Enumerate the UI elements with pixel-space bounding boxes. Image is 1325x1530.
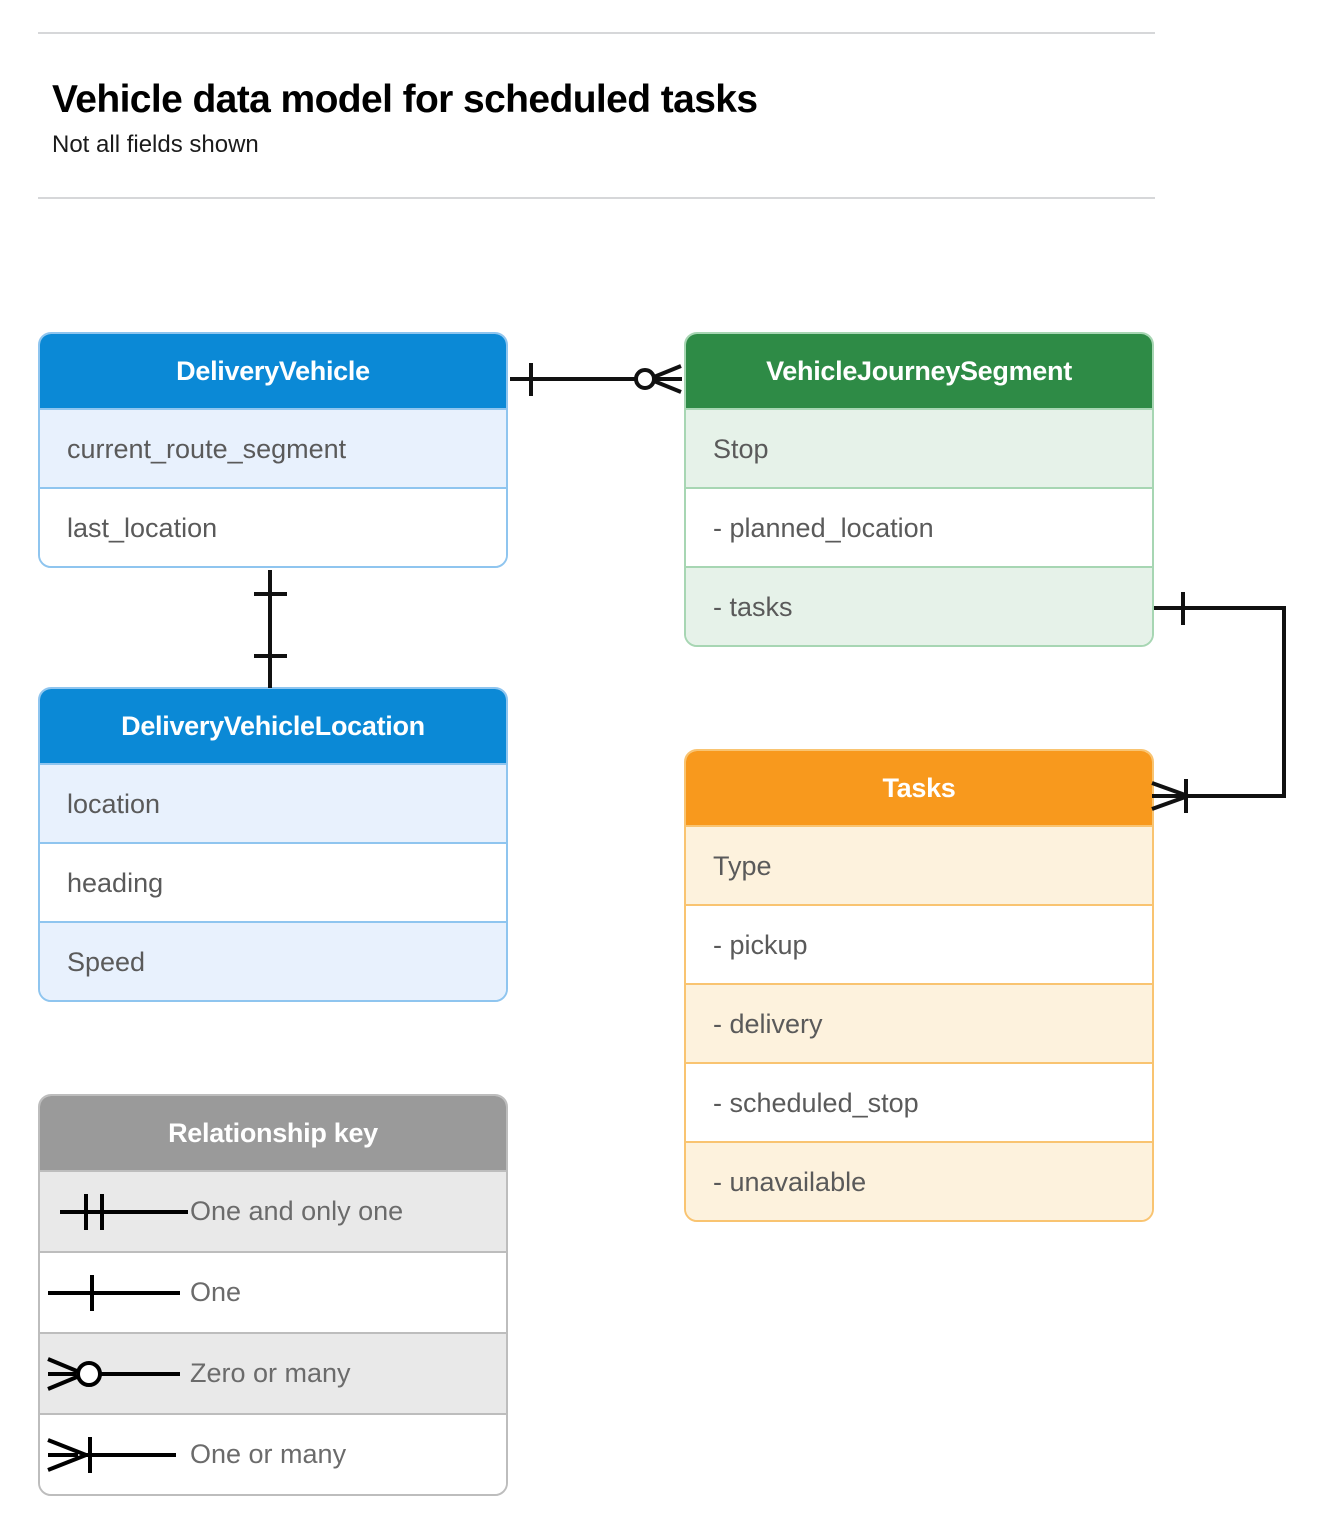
entity-title-tasks: Tasks [686,751,1152,825]
entity-title-delivery-vehicle: DeliveryVehicle [40,334,506,408]
page-title: Vehicle data model for scheduled tasks [52,78,758,121]
entity-title-vehicle-journey-segment: VehicleJourneySegment [686,334,1152,408]
connector-tasks-field-to-tasks-entity [1151,592,1286,813]
entity-field-row: - pickup [686,904,1152,983]
header-bottom-divider [38,197,1155,200]
entity-field-row: location [40,763,506,842]
zero-or-many-symbol [47,1357,180,1391]
one-symbol [48,1275,180,1311]
legend-item-label: One or many [190,1439,347,1469]
entity-field-row: Type [686,825,1152,904]
entity-field-row: Speed [40,921,506,1000]
legend-item-label: Zero or many [190,1358,351,1388]
legend-item-one-or-many: One or many [40,1413,506,1494]
legend-item-one: One [40,1251,506,1332]
entity-delivery-vehicle-location[interactable]: DeliveryVehicleLocation location heading… [38,687,508,1002]
entity-field-row: - planned_location [686,487,1152,566]
header-top-divider [38,32,1155,34]
entity-vehicle-journey-segment[interactable]: VehicleJourneySegment Stop - planned_loc… [684,332,1154,647]
legend-item-label: One and only one [190,1196,404,1226]
entity-field-row: - scheduled_stop [686,1062,1152,1141]
connector-vehicle-to-vehicle-location [254,570,287,688]
entity-field-row: Stop [686,408,1152,487]
entity-field-row: - tasks [686,566,1152,645]
legend-title: Relationship key [40,1096,506,1170]
legend-item-zero-or-many: Zero or many [40,1332,506,1413]
entity-field-row: current_route_segment [40,408,506,487]
entity-field-row: heading [40,842,506,921]
header-bottom-divider-wrap [38,197,1155,200]
relationship-key-legend[interactable]: Relationship key One and only one One Ze… [38,1094,508,1496]
entity-delivery-vehicle[interactable]: DeliveryVehicle current_route_segment la… [38,332,508,568]
legend-item-label: One [190,1277,242,1307]
one-or-many-symbol [47,1437,176,1473]
document-header: Vehicle data model for scheduled tasks N… [38,32,1155,200]
entity-field-row: - delivery [686,983,1152,1062]
one-and-only-one-symbol [60,1194,188,1230]
entity-title-delivery-vehicle-location: DeliveryVehicleLocation [40,689,506,763]
legend-item-one-and-only-one: One and only one [40,1170,506,1251]
entity-tasks[interactable]: Tasks Type - pickup - delivery - schedul… [684,749,1154,1222]
entity-field-row: - unavailable [686,1141,1152,1220]
entity-field-row: last_location [40,487,506,566]
page-subtitle: Not all fields shown [52,130,259,158]
connector-vehicle-to-journey-segment [510,363,682,396]
